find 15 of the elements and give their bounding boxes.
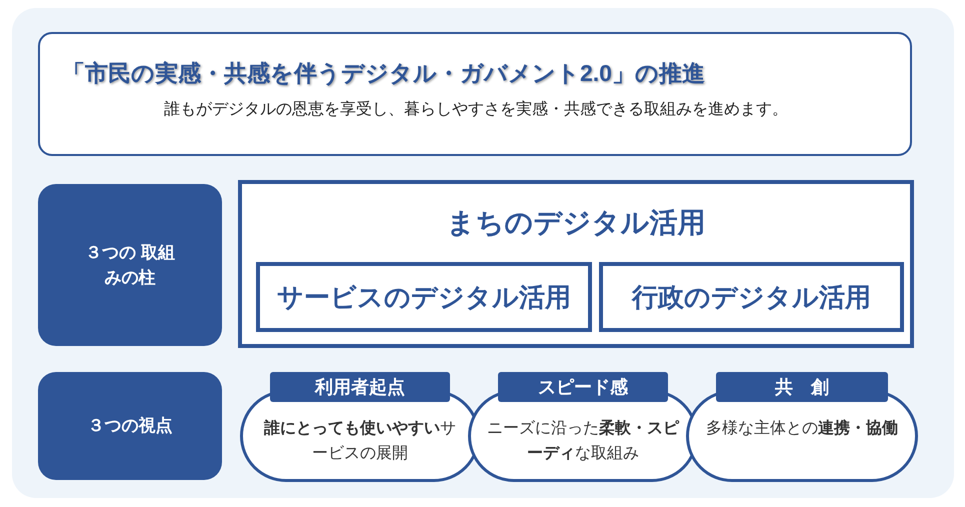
row-label: ３つの視点 — [88, 415, 172, 438]
header-box — [38, 32, 912, 156]
viewpoint-text: ニーズに沿った柔軟・スピーディな取組み — [486, 418, 680, 464]
viewpoint-text: 誰にとっても使いやすいサービスの展開 — [262, 418, 457, 464]
pillar-label: 行政のデジタル活用 — [632, 280, 871, 314]
row-label: ３つの 取組みの柱 — [84, 242, 176, 289]
viewpoint-tab: スピード感 — [498, 372, 668, 402]
pillar-title: まちのデジタル活用 — [446, 206, 706, 240]
heading: 「市民の実感・共感を伴うデジタル・ガバメント2.0」の推進 — [62, 59, 706, 88]
pillar-frame — [238, 180, 914, 348]
viewpoint-text: 多様な主体との連携・協働 — [705, 418, 899, 439]
viewpoint-tab: 利用者起点 — [270, 372, 450, 402]
viewpoint-tab: 共 創 — [716, 372, 888, 402]
pillar-label: サービスのデジタル活用 — [277, 280, 571, 314]
subtitle: 誰もがデジタルの恩恵を享受し、暮らしやすさを実感・共感できる取組みを進めます。 — [163, 100, 789, 120]
